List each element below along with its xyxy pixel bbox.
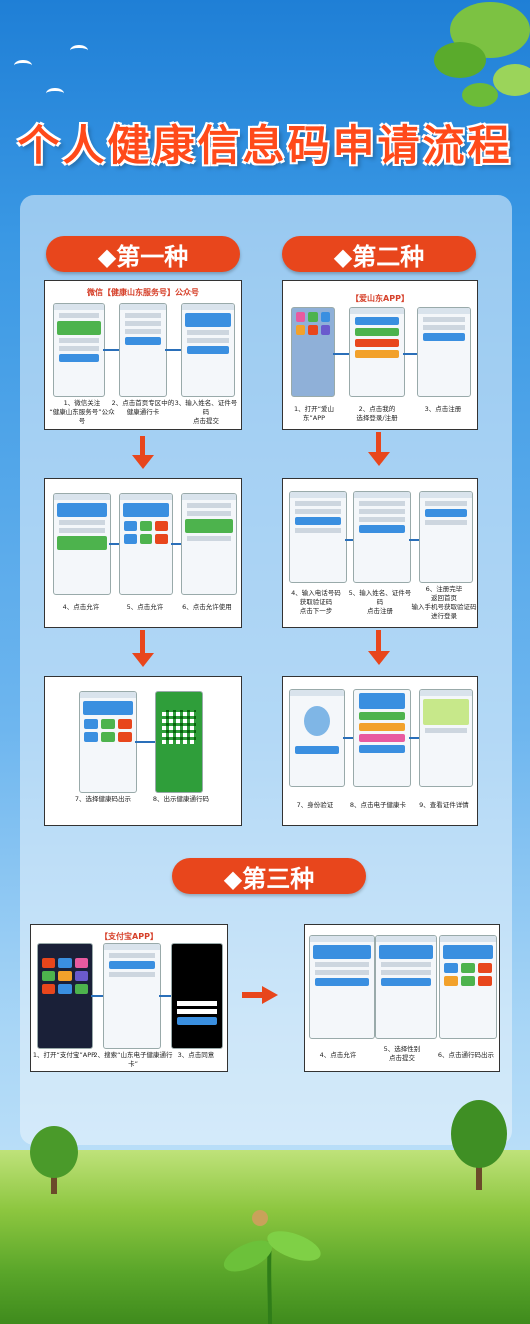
step-caption: 1、微信关注 “健康山东服务号”公众号 — [49, 399, 115, 425]
method3-subtitle: 【支付宝APP】 — [100, 932, 158, 941]
method1-label: ◆第一种 — [46, 236, 240, 272]
arrow-down-icon — [132, 653, 154, 667]
step-caption: 5、选择性别 点击提交 — [383, 1045, 421, 1062]
screenshot-phone — [419, 491, 473, 583]
method3-label: ◆第三种 — [172, 858, 366, 894]
step-caption: 2、点击我的 选择登录/注册 — [356, 405, 398, 422]
method2-step-box-1: 【爱山东APP】 1、打开“爱山东”APP 2、点击我的 选择登录/注册 3、点… — [282, 280, 478, 430]
arrow-down-icon — [140, 436, 145, 456]
screenshot-phone — [181, 493, 237, 595]
connector — [165, 349, 181, 351]
screenshot-phone — [289, 689, 345, 787]
bird-icon — [46, 88, 64, 99]
bird-icon — [70, 45, 88, 56]
step-caption: 2、搜索“山东电子健康通行卡” — [93, 1051, 173, 1068]
sprout-icon — [223, 1210, 321, 1324]
screenshot-phone — [349, 307, 405, 397]
screenshot-phone — [53, 493, 111, 595]
step-caption: 1、打开“爱山东”APP — [293, 405, 334, 422]
screenshot-phone — [289, 491, 347, 583]
step-caption: 8、出示健康通行码 — [152, 795, 210, 803]
connector — [135, 741, 155, 743]
screenshot-phone — [37, 943, 93, 1049]
step-caption: 6、点击允许使用 — [182, 603, 232, 611]
step-caption: 3、点击同意 — [177, 1051, 215, 1059]
screenshot-phone — [419, 689, 473, 787]
arrow-down-icon — [376, 432, 381, 454]
method3-step-box-2: 4、点击允许 5、选择性别 点击提交 6、点击通行码出示 — [304, 924, 500, 1072]
step-caption: 4、输入电话号码 获取验证码 点击下一步 — [291, 589, 341, 615]
step-caption: 7、选择健康码出示 — [74, 795, 132, 803]
page-title: 个人健康信息码申请流程 — [17, 121, 513, 170]
arrow-down-icon — [368, 452, 390, 466]
connector — [345, 539, 353, 541]
screenshot-phone — [353, 491, 411, 583]
step-caption: 8、点击电子健康卡 — [349, 801, 407, 809]
method2-step-box-2: 4、输入电话号码 获取验证码 点击下一步 5、输入姓名、证件号码 点击注册 6、… — [282, 478, 478, 628]
method1-step-box-1: 微信【健康山东服务号】公众号 1、微信关注 “健康山东服务号”公众号 2、点击首… — [44, 280, 242, 430]
step-caption: 4、点击允许 — [319, 1051, 357, 1059]
arrow-down-icon — [376, 630, 381, 652]
step-caption: 3、输入姓名、证件号码 点击提交 — [174, 399, 238, 425]
connector — [333, 353, 349, 355]
screenshot-phone — [53, 303, 105, 397]
screenshot-phone — [171, 943, 223, 1049]
screenshot-phone — [79, 691, 137, 793]
step-caption: 5、输入姓名、证件号码 点击注册 — [348, 589, 412, 615]
connector — [91, 995, 103, 997]
leaves-decoration — [434, 2, 530, 107]
method2-subtitle: 【爱山东APP】 — [351, 294, 409, 303]
connector — [109, 543, 119, 545]
step-caption: 7、身份验证 — [296, 801, 334, 809]
step-caption: 9、查看证件详情 — [419, 801, 469, 809]
screenshot-phone — [291, 307, 335, 397]
step-caption: 5、点击允许 — [126, 603, 164, 611]
connector — [409, 737, 419, 739]
method3-step-box-1: 【支付宝APP】 1、打开“支付宝”APP 2、搜索“山东电子健康通行卡” 3、… — [30, 924, 228, 1072]
method1-subtitle: 微信【健康山东服务号】公众号 — [87, 288, 199, 297]
connector — [159, 995, 171, 997]
arrow-down-icon — [132, 455, 154, 469]
method1-step-box-2: 4、点击允许 5、点击允许 6、点击允许使用 — [44, 478, 242, 628]
connector — [171, 543, 181, 545]
arrow-down-icon — [368, 651, 390, 665]
screenshot-phone — [417, 307, 471, 397]
bird-icon — [14, 60, 32, 71]
tree-icon — [451, 1100, 507, 1190]
step-caption: 4、点击允许 — [62, 603, 100, 611]
step-caption: 3、点击注册 — [424, 405, 462, 413]
method2-label: ◆第二种 — [282, 236, 476, 272]
screenshot-phone — [119, 303, 167, 397]
screenshot-phone — [439, 935, 497, 1039]
qr-code-screen — [155, 691, 203, 793]
connector — [103, 349, 119, 351]
arrow-down-icon — [140, 630, 145, 654]
step-caption: 1、打开“支付宝”APP — [32, 1051, 96, 1059]
screenshot-phone — [309, 935, 375, 1039]
step-caption: 6、注册完毕 返回首页 输入手机号获取验证码 进行登录 — [411, 585, 477, 620]
grass-background — [0, 1150, 530, 1324]
connector — [403, 353, 417, 355]
connector — [343, 737, 353, 739]
screenshot-phone — [181, 303, 235, 397]
screenshot-phone — [375, 935, 437, 1039]
step-caption: 2、点击首页专区中的 健康通行卡 — [111, 399, 175, 416]
step-caption: 6、点击通行码出示 — [437, 1051, 495, 1059]
tree-icon — [30, 1126, 78, 1194]
screenshot-phone — [119, 493, 173, 595]
screenshot-phone — [353, 689, 411, 787]
arrow-right-icon — [242, 986, 278, 1004]
method1-step-box-3: 7、选择健康码出示 8、出示健康通行码 — [44, 676, 242, 826]
method2-step-box-3: 7、身份验证 8、点击电子健康卡 9、查看证件详情 — [282, 676, 478, 826]
connector — [409, 539, 419, 541]
screenshot-phone — [103, 943, 161, 1049]
